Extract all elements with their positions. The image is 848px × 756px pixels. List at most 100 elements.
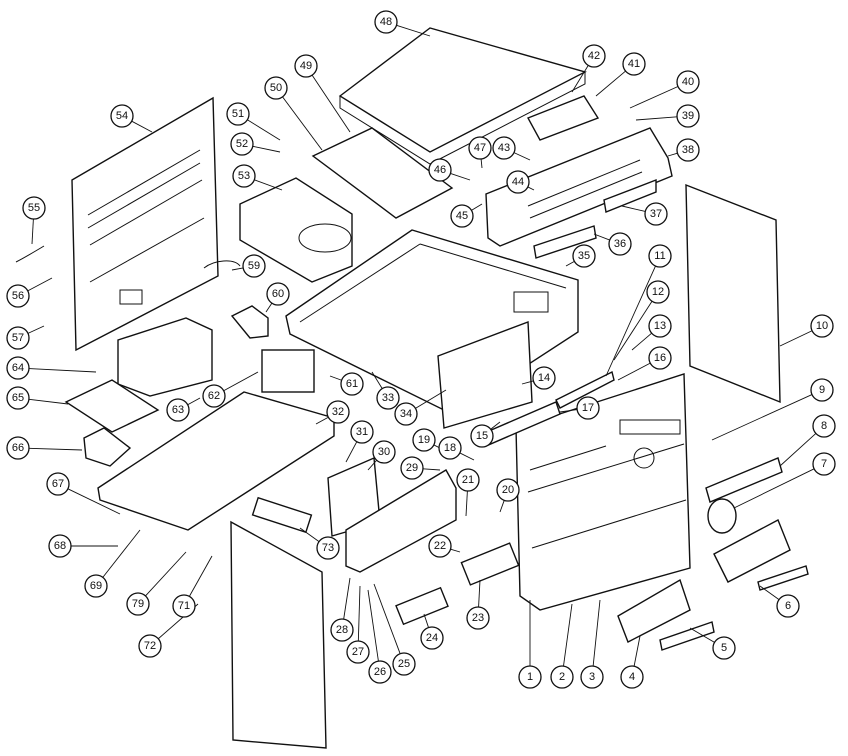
leader-line-12 [613, 300, 653, 361]
leader-line-25 [373, 583, 401, 654]
callout-circle [350, 420, 374, 444]
callout-circle [812, 414, 836, 438]
callout-57: 57 [6, 326, 30, 350]
callout-68: 68 [48, 534, 72, 558]
callout-circle [812, 452, 836, 476]
callout-9: 9 [810, 378, 834, 402]
callout-circle [496, 478, 520, 502]
callout-number: 29 [406, 462, 418, 474]
callout-number: 19 [418, 434, 430, 446]
leader-line-59 [231, 267, 244, 271]
leader-line-44 [527, 186, 535, 191]
callout-53: 53 [232, 164, 256, 188]
callout-circle [810, 378, 834, 402]
callout-number: 20 [502, 484, 514, 496]
callout-number: 55 [28, 202, 40, 214]
callout-number: 52 [236, 138, 248, 150]
callout-circle [138, 634, 162, 658]
callout-circle [84, 574, 108, 598]
callout-35: 35 [572, 244, 596, 268]
callout-circle [230, 132, 254, 156]
callout-28: 28 [330, 618, 354, 642]
callout-circle [518, 665, 542, 689]
leader-line-79 [145, 551, 187, 597]
callout-number: 3 [589, 671, 595, 683]
callout-number: 17 [582, 402, 594, 414]
callout-circle [6, 386, 30, 410]
callout-59: 59 [242, 254, 266, 278]
part-front-panel [515, 373, 691, 611]
leader-line-24 [423, 613, 429, 628]
callout-circle [648, 244, 672, 268]
callout-number: 65 [12, 392, 24, 404]
callout-60: 60 [266, 282, 290, 306]
callout-number: 57 [12, 332, 24, 344]
callout-number: 69 [90, 580, 102, 592]
callout-66: 66 [6, 436, 30, 460]
leader-line-54 [131, 120, 153, 133]
callout-circle [648, 346, 672, 370]
callout-39: 39 [676, 104, 700, 128]
callout-circle [372, 440, 396, 464]
part-board-65 [64, 379, 160, 433]
callout-circle [450, 204, 474, 228]
callout-13: 13 [648, 314, 672, 338]
callout-number: 47 [474, 142, 486, 154]
part-shield-box [117, 317, 213, 397]
callout-number: 79 [132, 598, 144, 610]
part-vertical-pcb [437, 321, 533, 429]
callout-17: 17 [576, 396, 600, 420]
callout-circle [676, 104, 700, 128]
callout-number: 33 [382, 392, 394, 404]
leader-line-18 [459, 452, 475, 461]
callout-54: 54 [110, 104, 134, 128]
callout-3: 3 [580, 665, 604, 689]
callout-16: 16 [648, 346, 672, 370]
callout-circle [172, 594, 196, 618]
callout-circle [264, 76, 288, 100]
callout-circle [468, 136, 492, 160]
leader-line-60 [265, 302, 273, 313]
callout-circle [420, 626, 444, 650]
leader-line-13 [631, 332, 652, 351]
leader-line-48 [396, 24, 431, 37]
leader-line-29 [422, 468, 441, 471]
callout-number: 21 [462, 474, 474, 486]
leader-line-57 [27, 325, 45, 334]
part-door-6 [713, 519, 791, 583]
leader-line-42 [571, 65, 589, 93]
callout-number: 66 [12, 442, 24, 454]
callout-number: 10 [816, 320, 828, 332]
callout-5: 5 [712, 636, 736, 660]
callout-circle [622, 52, 646, 76]
leader-line-7 [733, 468, 815, 509]
leader-line-66 [28, 447, 83, 451]
leader-line-21 [465, 490, 468, 517]
callout-circle [608, 232, 632, 256]
leader-line-34 [415, 389, 447, 409]
callout-50: 50 [264, 76, 288, 100]
callout-number: 39 [682, 110, 694, 122]
callout-number: 15 [476, 430, 488, 442]
callout-47: 47 [468, 136, 492, 160]
callout-circle [572, 244, 596, 268]
callout-27: 27 [346, 640, 370, 664]
callout-circle [550, 665, 574, 689]
part-door-4 [617, 578, 691, 643]
callout-circle [428, 534, 452, 558]
callout-40: 40 [676, 70, 700, 94]
leader-line-14 [521, 380, 534, 385]
leader-line-28 [343, 577, 351, 620]
callout-79: 79 [126, 592, 150, 616]
callout-33: 33 [376, 386, 400, 410]
callout-circle [376, 386, 400, 410]
callout-circle [6, 436, 30, 460]
callout-49: 49 [294, 54, 318, 78]
callout-circle [232, 164, 256, 188]
callout-circle [6, 326, 30, 350]
callout-number: 46 [434, 164, 446, 176]
callout-circle [374, 10, 398, 34]
callout-number: 68 [54, 540, 66, 552]
